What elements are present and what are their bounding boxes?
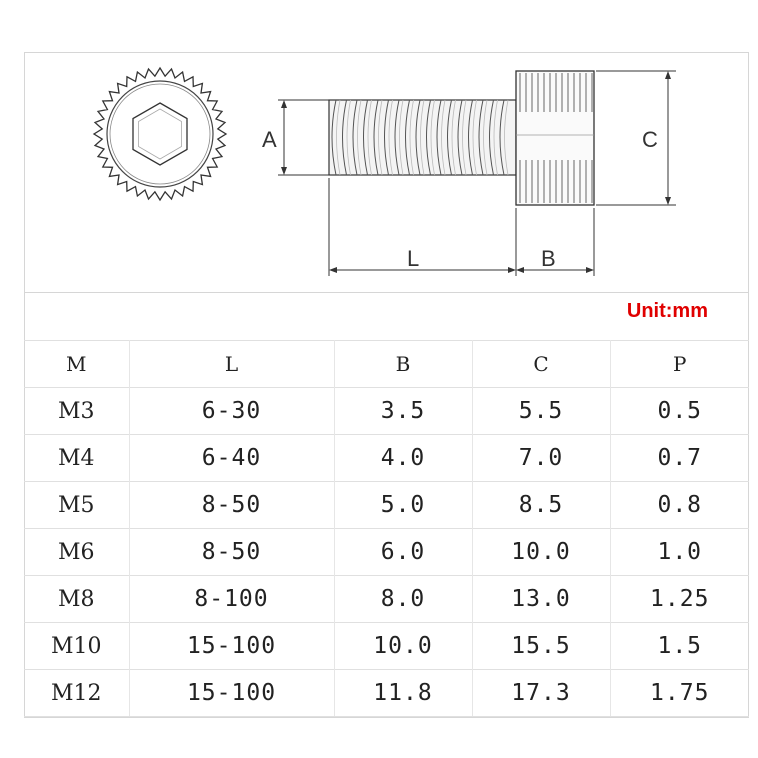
cell-p: 1.5	[610, 622, 749, 670]
dimension-l-b: L B	[328, 178, 595, 276]
header-l: L	[129, 340, 335, 388]
screw-drawing: A C L B	[92, 66, 676, 276]
cell-b: 10.0	[334, 622, 473, 670]
cell-b: 5.0	[334, 481, 473, 529]
cell-l: 6-30	[129, 387, 335, 435]
table-header-row: M L B C P	[24, 340, 749, 388]
dimension-a: A	[262, 99, 330, 176]
cell-c: 10.0	[472, 528, 611, 576]
unit-label: Unit:mm	[626, 300, 708, 322]
header-p: P	[610, 340, 749, 388]
cell-l: 15-100	[129, 669, 335, 717]
cell-b: 4.0	[334, 434, 473, 482]
cell-m: M10	[24, 622, 130, 670]
dimension-b-label: B	[541, 246, 556, 271]
table-row: M5 8-50 5.0 8.5 0.8	[24, 481, 749, 529]
header-m: M	[24, 340, 130, 388]
cell-b: 6.0	[334, 528, 473, 576]
cell-l: 8-100	[129, 575, 335, 623]
cell-c: 17.3	[472, 669, 611, 717]
cell-p: 1.0	[610, 528, 749, 576]
cell-c: 5.5	[472, 387, 611, 435]
cell-b: 3.5	[334, 387, 473, 435]
cell-p: 0.7	[610, 434, 749, 482]
cell-c: 13.0	[472, 575, 611, 623]
cell-m: M8	[24, 575, 130, 623]
cell-p: 0.8	[610, 481, 749, 529]
cell-l: 8-50	[129, 528, 335, 576]
cell-c: 8.5	[472, 481, 611, 529]
dimension-c-label: C	[642, 127, 658, 152]
knurled-head-top-view-icon	[92, 66, 228, 202]
cell-p: 1.25	[610, 575, 749, 623]
table-row: M8 8-100 8.0 13.0 1.25	[24, 575, 749, 623]
dimension-l-label: L	[407, 246, 419, 271]
cell-c: 7.0	[472, 434, 611, 482]
cell-m: M4	[24, 434, 130, 482]
table-row: M6 8-50 6.0 10.0 1.0	[24, 528, 749, 576]
cell-m: M5	[24, 481, 130, 529]
socket-cap-screw-side-view-icon	[328, 70, 595, 206]
table-row: M12 15-100 11.8 17.3 1.75	[24, 669, 749, 717]
cell-m: M6	[24, 528, 130, 576]
spec-table: M L B C P M3 6-30 3.5 5.5 0.5 M4 6-40 4.…	[24, 340, 749, 717]
divider	[24, 292, 749, 293]
cell-l: 6-40	[129, 434, 335, 482]
header-b: B	[334, 340, 473, 388]
cell-p: 1.75	[610, 669, 749, 717]
header-c: C	[472, 340, 611, 388]
dimension-a-label: A	[262, 127, 277, 152]
table-row: M10 15-100 10.0 15.5 1.5	[24, 622, 749, 670]
cell-p: 0.5	[610, 387, 749, 435]
table-row: M4 6-40 4.0 7.0 0.7	[24, 434, 749, 482]
cell-b: 11.8	[334, 669, 473, 717]
table-row: M3 6-30 3.5 5.5 0.5	[24, 387, 749, 435]
cell-l: 8-50	[129, 481, 335, 529]
cell-l: 15-100	[129, 622, 335, 670]
dimension-c: C	[596, 70, 676, 206]
cell-c: 15.5	[472, 622, 611, 670]
cell-b: 8.0	[334, 575, 473, 623]
cell-m: M3	[24, 387, 130, 435]
cell-m: M12	[24, 669, 130, 717]
